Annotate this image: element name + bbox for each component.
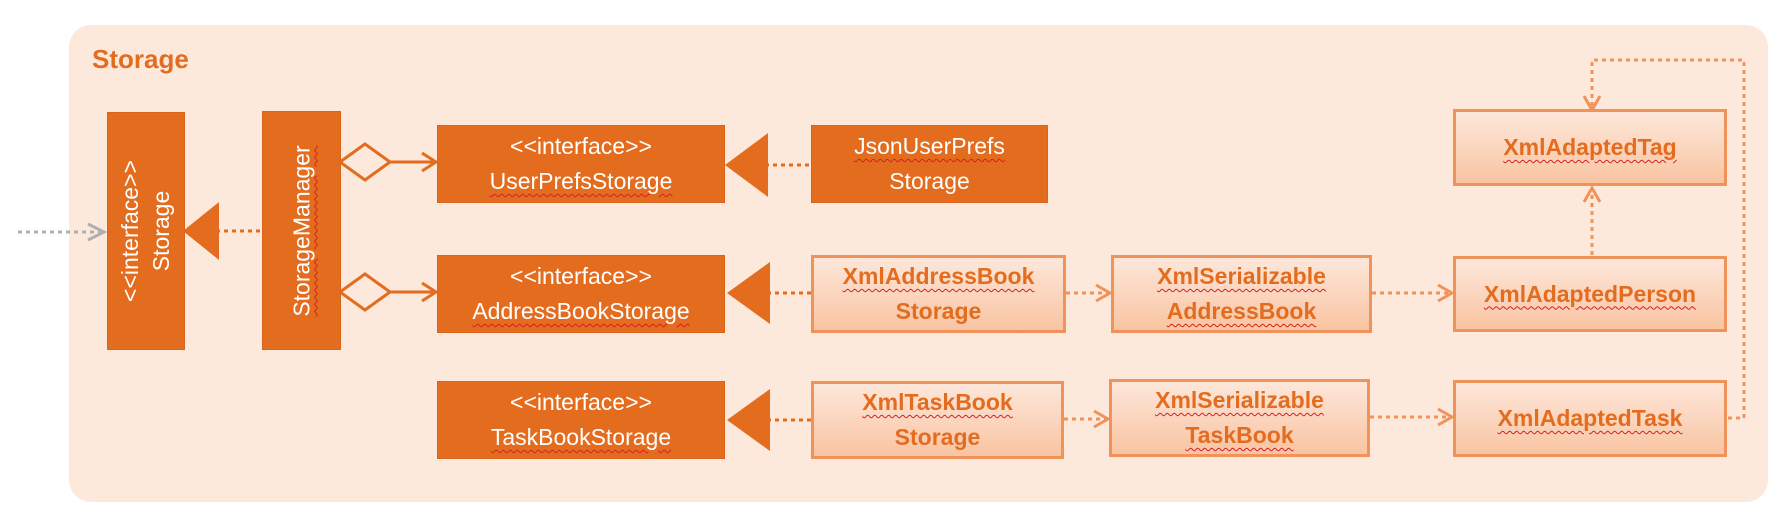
xml-address-book-storage-line1: XmlAddressBook <box>842 263 1035 289</box>
storage-manager-box: StorageManager <box>262 111 341 350</box>
task-book-storage-stereotype: <<interface>> <box>510 389 652 415</box>
xml-address-book-storage-line2: Storage <box>895 298 982 324</box>
address-book-storage-name: AddressBookStorage <box>472 298 690 324</box>
xml-task-book-storage-line2: Storage <box>894 424 981 450</box>
user-prefs-storage-name: UserPrefsStorage <box>489 168 673 194</box>
xml-address-book-storage-box: XmlAddressBook Storage <box>811 255 1066 333</box>
xml-serializable-task-book-box: XmlSerializable TaskBook <box>1109 379 1370 457</box>
storage-interface-box: <<interface>> Storage <box>107 112 185 350</box>
dependency-adapted-tag <box>1582 184 1602 255</box>
xml-adapted-person-box: XmlAdaptedPerson <box>1453 256 1727 332</box>
package-title: Storage <box>92 44 189 74</box>
dependency-adapted-task <box>1370 407 1456 427</box>
xml-task-book-storage-box: XmlTaskBook Storage <box>811 381 1064 459</box>
xml-adapted-tag-box: XmlAdaptedTag <box>1453 109 1727 186</box>
storage-manager-name: StorageManager <box>288 144 314 317</box>
dependency-adapted-person <box>1372 283 1456 303</box>
user-prefs-storage-stereotype: <<interface>> <box>510 133 652 159</box>
realization-task-book <box>727 389 811 451</box>
aggregation-address-book <box>337 272 439 312</box>
json-user-prefs-storage-line2: Storage <box>889 168 970 194</box>
storage-interface-text: <<interface>> Storage <box>115 160 177 302</box>
aggregation-user-prefs <box>337 142 439 182</box>
storage-name: Storage <box>148 190 174 272</box>
dependency-serializable-address-book <box>1066 283 1114 303</box>
xml-adapted-task-box: XmlAdaptedTask <box>1453 380 1727 457</box>
xml-adapted-task-name: XmlAdaptedTask <box>1497 405 1683 431</box>
xml-task-book-storage-line1: XmlTaskBook <box>862 389 1013 415</box>
xml-adapted-person-name: XmlAdaptedPerson <box>1483 280 1697 307</box>
json-user-prefs-storage-box: JsonUserPrefs Storage <box>811 125 1048 203</box>
realization-user-prefs <box>725 133 809 197</box>
xml-serializable-address-book-line1: XmlSerializable <box>1157 263 1326 289</box>
xml-serializable-address-book-box: XmlSerializable AddressBook <box>1111 255 1372 333</box>
xml-serializable-task-book-line1: XmlSerializable <box>1155 387 1324 413</box>
dependency-serializable-task-book <box>1064 409 1112 429</box>
address-book-storage-stereotype: <<interface>> <box>510 263 652 289</box>
external-dependency-arrow <box>18 222 108 242</box>
json-user-prefs-storage-line1: JsonUserPrefs <box>854 133 1005 159</box>
xml-serializable-task-book-line2: TaskBook <box>1185 422 1294 448</box>
user-prefs-storage-box: <<interface>> UserPrefsStorage <box>437 125 725 203</box>
address-book-storage-box: <<interface>> AddressBookStorage <box>437 255 725 333</box>
task-book-storage-box: <<interface>> TaskBookStorage <box>437 381 725 459</box>
xml-serializable-address-book-line2: AddressBook <box>1166 298 1317 324</box>
storage-stereotype: <<interface>> <box>117 160 143 302</box>
storage-manager-realization <box>183 202 262 260</box>
xml-adapted-tag-name: XmlAdaptedTag <box>1503 134 1677 160</box>
task-book-storage-name: TaskBookStorage <box>490 424 672 450</box>
realization-address-book <box>727 262 811 324</box>
